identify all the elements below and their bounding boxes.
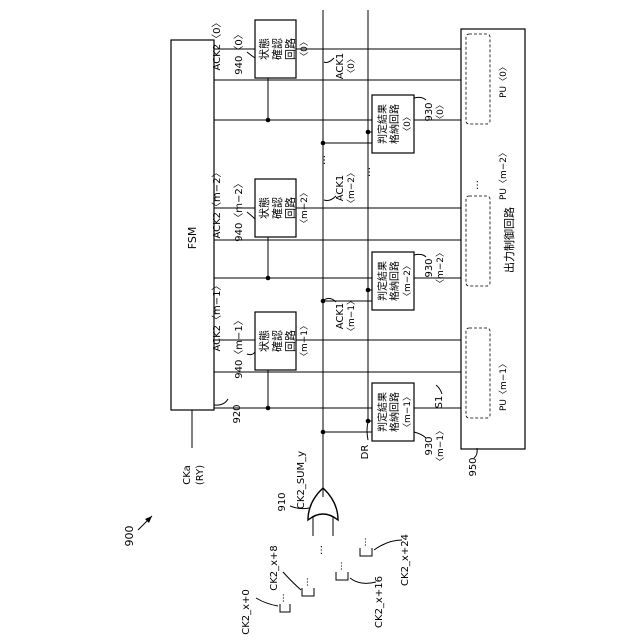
svg-text:…: …: [277, 594, 287, 603]
pu-label-m-2: PU〈m−2〉: [498, 148, 509, 200]
ack1-label-m-1-suffix: 〈m−1〉: [346, 296, 357, 336]
fsm-ref-leader: [214, 399, 228, 405]
status-circuit-m-2-line1: 状態: [257, 197, 271, 219]
judge-circuit-0-ref: 930: [424, 102, 435, 121]
ck2-input-leader-8: [283, 572, 301, 590]
status-circuit-0-line1: 状態: [257, 38, 271, 60]
s1-leader: [436, 385, 442, 394]
status-circuit-0-line3: 回路: [284, 38, 297, 60]
ack2-label-0: ACK2〈0〉: [211, 18, 223, 71]
ck2-waveform-8: …: [301, 578, 314, 597]
status-circuit-m-1-line3: 回路: [284, 330, 297, 352]
status-circuit-m-1-suffix: 〈m−1〉: [299, 321, 310, 361]
judge-circuit-m-2-line2: 格納回路: [388, 261, 401, 301]
judge-circuit-m-2-ref-leader: [414, 254, 426, 257]
output-control-ref: 950: [468, 457, 479, 476]
ack1-label-m-2: ACK1: [335, 175, 346, 202]
svg-text:…: …: [301, 578, 311, 587]
judge-circuit-m-1-line1: 判定結果: [376, 392, 389, 432]
status-circuit-m-1-line1: 状態: [257, 330, 271, 352]
judge-circuit-m-2-ref: 930: [424, 258, 435, 277]
ck2-input-label-16: CK2_x+16: [374, 576, 385, 628]
ck2-waveform-24: …: [359, 538, 372, 557]
status-circuit-m-2-ref-leader: [247, 212, 255, 219]
status-circuit-m-1: 状態 確認 回路 〈m−1〉: [255, 312, 310, 370]
status-circuit-m-1-ref-leader: [247, 352, 255, 355]
svg-text:…: …: [359, 538, 369, 547]
ack1-label-m-2-suffix: 〈m−2〉: [346, 168, 357, 208]
fsm-block: [171, 40, 214, 410]
output-control-label: 出力制御回路: [502, 207, 516, 273]
status-circuit-m-1-line2: 確認: [270, 330, 284, 352]
status-circuit-m-2-line3: 回路: [284, 197, 297, 219]
svg-text:…: …: [335, 562, 345, 571]
figure-number: 900: [123, 526, 136, 547]
judge-circuit-0-suffix: 〈0〉: [402, 112, 413, 136]
ck2-waveform-16: …: [335, 562, 348, 581]
ack1-label-0-suffix: 〈0〉: [346, 54, 357, 78]
status-circuit-m-1-ref: 940〈m−1〉: [233, 315, 245, 379]
pu-label-0: PU〈0〉: [498, 62, 509, 98]
ck2-sum-label: CK2_SUM_y: [296, 451, 307, 509]
cka-label: CKa: [182, 465, 193, 485]
bus-ellipsis-1: …: [317, 155, 328, 165]
status-circuit-m-2-line2: 確認: [270, 197, 284, 219]
ck2-input-label-8: CK2_x+8: [269, 545, 280, 591]
ck2-input-leader-24: [374, 540, 402, 550]
judge-circuit-m-2-suffix: 〈m−2〉: [402, 261, 413, 301]
ack1-label-0: ACK1: [335, 53, 346, 80]
ack2-label-m-2: ACK2〈m−2〉: [211, 167, 223, 238]
figure-arrow-icon: [138, 516, 152, 530]
judge-circuit-m-2: 判定結果 格納回路 〈m−2〉: [372, 252, 414, 310]
cka-label-sub: (RY): [195, 465, 206, 485]
judge-circuit-0-ref-leader: [414, 97, 426, 100]
judge-circuit-m-1-ref-suffix: 〈m−1〉: [435, 426, 446, 466]
judge-circuit-0-line1: 判定結果: [376, 104, 389, 144]
s1-label: S1: [434, 396, 445, 409]
judge-circuit-m-1-line2: 格納回路: [388, 392, 401, 432]
ck2-waveform-0: …: [277, 594, 290, 613]
judge-circuit-m-1-ref: 930: [424, 436, 435, 455]
status-circuit-0-ref-leader: [247, 52, 255, 58]
pu-ellipsis: …: [470, 180, 481, 190]
judge-circuit-m-2-ref-suffix: 〈m−2〉: [435, 248, 446, 288]
ck2-input-label-24: CK2_x+24: [400, 534, 411, 586]
or-gate: [308, 488, 338, 536]
dr-label: DR: [360, 445, 371, 460]
judge-circuit-m-2-line1: 判定結果: [376, 261, 389, 301]
ack2-label-m-1: ACK2〈m−1〉: [211, 280, 223, 351]
ck2-middle-ellipsis: …: [314, 545, 325, 555]
status-circuit-0-line2: 確認: [270, 38, 284, 60]
bus-ellipsis-2: …: [362, 167, 373, 177]
judge-circuit-m-1-suffix: 〈m−1〉: [402, 392, 413, 432]
status-circuit-0-ref: 940〈0〉: [233, 29, 245, 74]
judge-circuit-0: 判定結果 格納回路 〈0〉: [372, 95, 414, 153]
ack1-label-m-1: ACK1: [335, 303, 346, 330]
ck2-input-leader-0: [256, 598, 278, 606]
or-gate-ref: 910: [277, 492, 288, 511]
pu-label-m-1: PU〈m−1〉: [498, 359, 509, 411]
fsm-label: FSM: [186, 227, 199, 250]
dr-leader: [367, 422, 368, 440]
ck2-input-leader-16: [350, 578, 376, 583]
fsm-ref: 920: [232, 404, 243, 423]
ack1-leader-0: [324, 58, 334, 63]
judge-circuit-0-line2: 格納回路: [388, 104, 401, 144]
judge-circuit-m-1: 判定結果 格納回路 〈m−1〉: [372, 383, 414, 441]
status-circuit-m-2-ref: 940〈m−2〉: [233, 178, 245, 242]
ck2-input-label-0: CK2_x+0: [241, 589, 252, 635]
